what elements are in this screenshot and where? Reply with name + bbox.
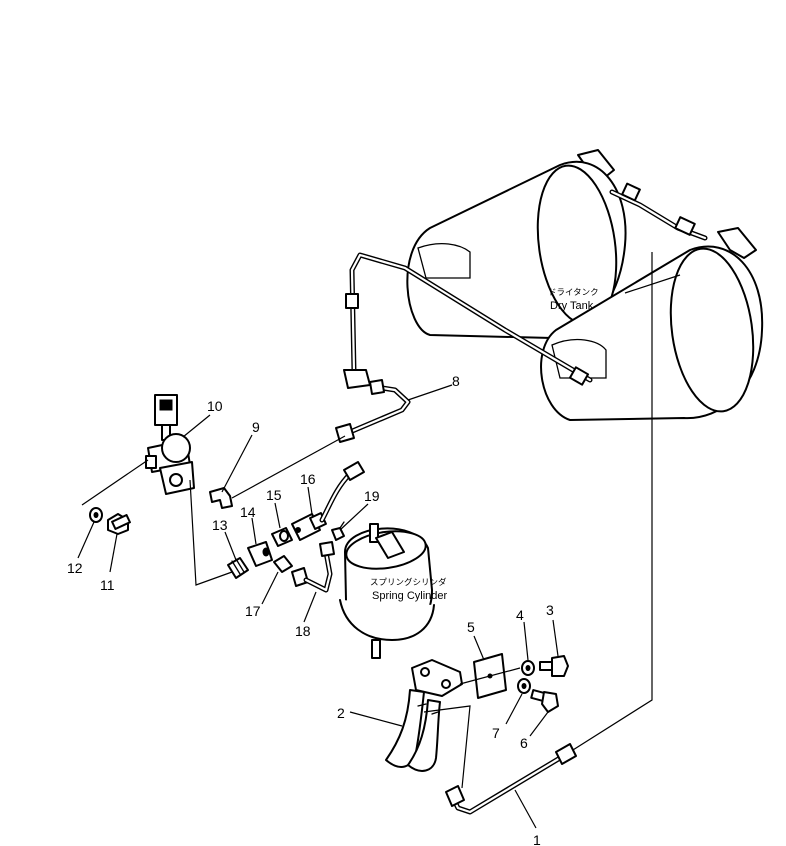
washer-7 [517, 678, 531, 694]
callout-7: 7 [492, 725, 500, 741]
bolt-6 [530, 689, 559, 713]
callout-4: 4 [516, 607, 524, 623]
callout-19: 19 [364, 488, 380, 504]
spring-cylinder-label: Spring Cylinder [372, 590, 448, 602]
callout-16: 16 [300, 471, 316, 487]
nipple-15 [271, 527, 293, 547]
air-horn-2 [385, 659, 463, 772]
connector-17 [273, 555, 293, 573]
callout-5: 5 [467, 619, 475, 635]
callout-8: 8 [452, 373, 460, 389]
spring-cylinder [339, 523, 435, 659]
connector-13 [227, 557, 249, 579]
hose-18 [291, 541, 335, 593]
dry-tank-label: Dry Tank [550, 300, 594, 312]
bolt-3 [539, 655, 569, 677]
tank-bracket-front [717, 227, 757, 259]
callout-12: 12 [67, 560, 83, 576]
dry-tank-label-jp: ドライタンク [548, 288, 599, 298]
valve-10 [145, 394, 195, 495]
pipe-8 [335, 379, 411, 443]
callout-1: 1 [533, 832, 541, 846]
elbow-9 [209, 487, 233, 509]
dry-tank-assembly [343, 149, 764, 421]
pipe-1 [445, 743, 577, 815]
callout-2: 2 [337, 705, 345, 721]
callout-10: 10 [207, 398, 223, 414]
callout-14: 14 [240, 504, 256, 520]
bolt-11 [107, 513, 131, 535]
callout-18: 18 [295, 623, 311, 639]
callout-13: 13 [212, 517, 228, 533]
spring-cylinder-label-jp: スプリングシリンダ [370, 577, 447, 588]
callout-3: 3 [546, 602, 554, 618]
callout-17: 17 [245, 603, 261, 619]
hose-16 [291, 461, 365, 541]
washer-12 [89, 507, 103, 523]
callout-15: 15 [266, 487, 282, 503]
callout-9: 9 [252, 419, 260, 435]
elbow-19 [331, 521, 345, 541]
dry-tank-rear [406, 160, 627, 339]
callout-11: 11 [100, 577, 115, 593]
washer-4 [521, 660, 535, 676]
callout-6: 6 [520, 735, 528, 751]
tee-14 [247, 541, 273, 567]
